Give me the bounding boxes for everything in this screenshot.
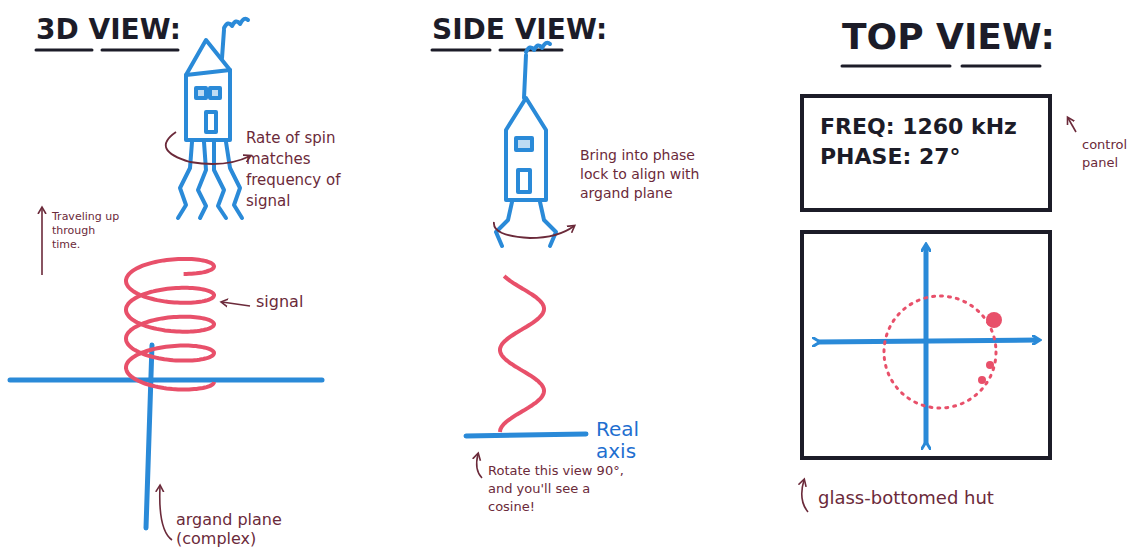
leader-line — [802, 480, 808, 512]
callout-note: Bring into phase lock to align with arga… — [580, 146, 705, 203]
view-heading: SIDE VIEW: — [432, 12, 632, 47]
view-heading: TOP VIEW: — [842, 14, 1082, 59]
hut-3d — [178, 19, 248, 218]
real-axis — [466, 434, 586, 436]
argand-axes — [10, 345, 322, 528]
control-panel-box: FREQ: 1260 kHzPHASE: 27° — [800, 94, 1052, 212]
callout-note: glass-bottomed hut — [818, 486, 1058, 509]
callout-note: Rate of spin matches frequency of signal — [246, 128, 356, 212]
signal-wave — [500, 276, 544, 432]
callout-note: argand plane (complex) — [176, 510, 301, 548]
phase-dot — [986, 312, 1002, 328]
view-heading: 3D VIEW: — [36, 12, 236, 47]
phase-dot — [978, 376, 986, 384]
panel-readout: FREQ: 1260 kHz — [820, 112, 1032, 142]
leader-line — [477, 454, 482, 478]
hut-side — [496, 43, 556, 246]
top-axis-vertical — [924, 246, 929, 444]
phase-circle — [884, 296, 996, 408]
spin-arrow — [166, 132, 250, 164]
leader-line — [1068, 118, 1076, 132]
callout-note: Traveling up through time. — [52, 210, 124, 252]
time-arrow — [41, 208, 43, 275]
callout-note: Rotate this view 90°, and you'll see a c… — [488, 462, 628, 516]
callout-note: control panel — [1082, 136, 1132, 172]
signal-spiral — [126, 259, 214, 390]
glass-bottom-frame — [802, 232, 1050, 458]
panel-readout: PHASE: 27° — [820, 142, 1032, 172]
callout-note: signal — [256, 292, 336, 312]
axis-label: Real axis — [596, 418, 656, 462]
spin-arrow — [494, 222, 574, 238]
leader-line — [222, 302, 250, 306]
leader-line — [160, 486, 172, 540]
phase-dot — [986, 361, 994, 369]
